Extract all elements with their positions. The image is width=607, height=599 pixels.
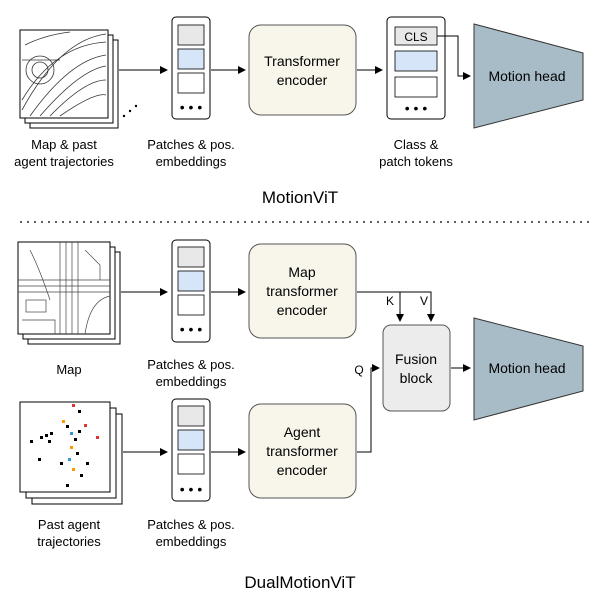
svg-text:• • •: • • • (180, 99, 203, 115)
motion-head-label-top: Motion head (488, 68, 565, 84)
map-label: Map (56, 362, 81, 377)
patches-label-line1: Patches & pos. (147, 137, 234, 152)
input-label-line1: Map & past (31, 137, 97, 152)
motion-head-label-bottom: Motion head (488, 360, 565, 376)
query-label: Q (354, 363, 363, 377)
patches-label-line2: embeddings (156, 154, 227, 169)
ellipsis-dots (122, 104, 138, 118)
input-label-line2: agent trajectories (14, 154, 114, 169)
transformer-encoder-box (248, 24, 357, 116)
motion-head-bottom (473, 317, 584, 421)
agent-encoder-label-line3: encoder (277, 462, 328, 478)
map-encoder-label-line1: Map (288, 264, 315, 280)
fusion-label-line2: block (400, 370, 434, 386)
arrow-query (357, 364, 380, 453)
map-patches-label-line1: Patches & pos. (147, 357, 234, 372)
map-image-stack (17, 241, 121, 345)
motion-head-top (473, 23, 584, 129)
arrow-value (357, 291, 435, 322)
agent-patch-stack: • • • (171, 398, 211, 502)
fusion-block-box (382, 324, 451, 412)
agent-input-label-line2: trajectories (37, 534, 101, 549)
road-map-thumbnail (18, 242, 111, 335)
map-patch-stack: • • • (171, 239, 211, 343)
map-raster-thumbnail (21, 31, 107, 117)
dualmotionvit-title: DualMotionViT (244, 573, 355, 592)
tokens-label-line2: patch tokens (379, 154, 453, 169)
agent-patches-label-line2: embeddings (156, 534, 227, 549)
cls-token-label: CLS (404, 30, 427, 44)
agent-encoder-label-line1: Agent (284, 424, 321, 440)
tokens-label-line1: Class & (394, 137, 439, 152)
svg-text:• • •: • • • (180, 321, 203, 337)
svg-text:• • •: • • • (405, 100, 428, 116)
map-patches-label-line2: embeddings (156, 374, 227, 389)
arrow-cls-to-head (437, 35, 471, 80)
agent-input-label-line1: Past agent (38, 517, 101, 532)
agent-patches-label-line1: Patches & pos. (147, 517, 234, 532)
map-trajectory-image-stack (19, 29, 138, 129)
patch-embedding-stack: • • • (171, 16, 211, 120)
map-transformer-encoder-box (248, 243, 357, 339)
svg-text:• • •: • • • (180, 481, 203, 497)
output-token-stack: • • • (386, 16, 446, 120)
key-label: K (386, 294, 394, 308)
map-encoder-label-line3: encoder (277, 302, 328, 318)
agent-trajectory-image-stack (19, 401, 123, 505)
value-label: V (420, 294, 428, 308)
agent-encoder-label-line2: transformer (266, 443, 338, 459)
map-encoder-label-line2: transformer (266, 283, 338, 299)
encoder-label-line2: encoder (277, 72, 328, 88)
trajectory-dots-thumbnail (30, 404, 99, 487)
agent-transformer-encoder-box (248, 403, 357, 499)
encoder-label-line1: Transformer (264, 53, 340, 69)
motionvit-title: MotionViT (262, 188, 338, 207)
fusion-label-line1: Fusion (395, 351, 437, 367)
